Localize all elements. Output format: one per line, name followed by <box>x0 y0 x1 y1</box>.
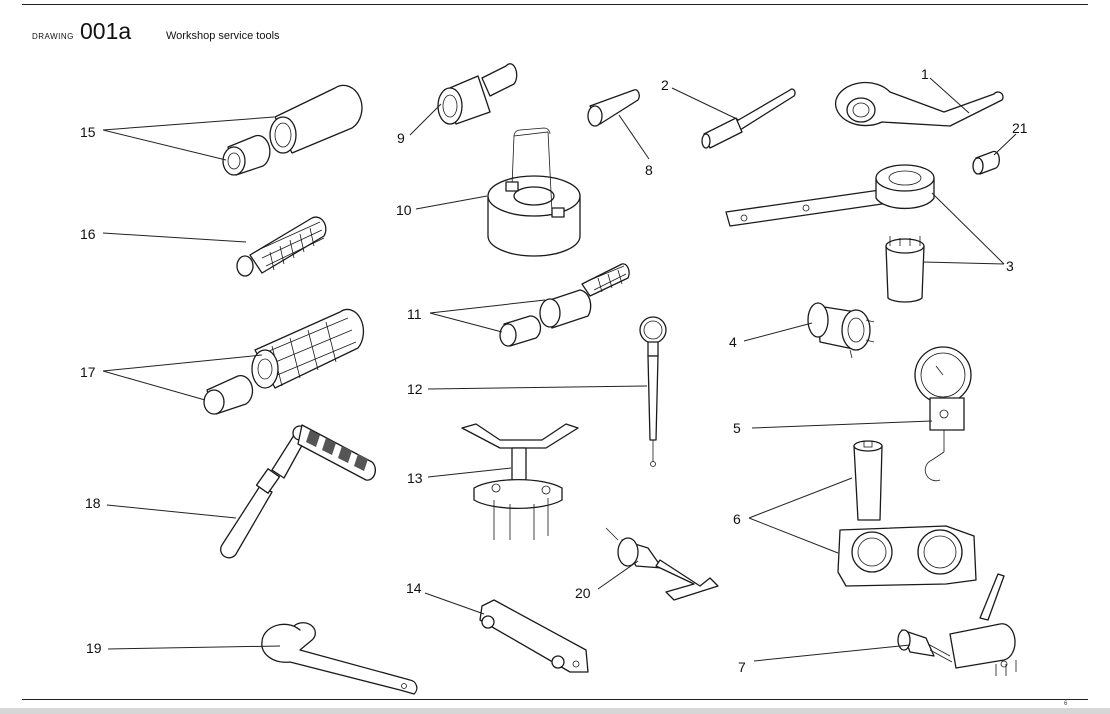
drawing-label: DRAWING <box>32 32 74 41</box>
tool-6-ring-holder <box>837 440 977 587</box>
callout-1: 1 <box>921 66 929 82</box>
callout-11: 11 <box>407 306 422 322</box>
drawing-number: 001a <box>80 18 132 44</box>
callout-16: 16 <box>80 226 96 242</box>
bottom-border-rule <box>22 699 1088 700</box>
callout-2: 2 <box>661 77 669 93</box>
callout-6: 6 <box>733 511 741 527</box>
tool-3-pin-wrench <box>725 164 935 303</box>
tool-19-pin-spanner <box>261 622 418 695</box>
callout-5: 5 <box>733 420 741 436</box>
tool-14-flat-bar <box>479 599 589 673</box>
callout-20: 20 <box>575 585 591 601</box>
drawing-title: Workshop service tools <box>166 30 280 42</box>
callout-3: 3 <box>1006 258 1014 274</box>
callout-13: 13 <box>407 470 423 486</box>
page-mark: 6 <box>1064 701 1068 707</box>
callout-9: 9 <box>397 130 405 146</box>
tool-20-t-handle <box>605 527 719 601</box>
bottom-band <box>0 708 1110 714</box>
callout-8: 8 <box>645 162 653 178</box>
tool-11-installer <box>499 263 630 347</box>
tool-12-dial-gauge <box>639 316 667 467</box>
callout-14: 14 <box>406 580 422 596</box>
callout-12: 12 <box>407 381 423 397</box>
callout-17: 17 <box>80 364 96 380</box>
tool-7-adjuster <box>897 573 1017 676</box>
leader-lines <box>102 77 1017 662</box>
callout-10: 10 <box>396 202 412 218</box>
callout-21: 21 <box>1012 120 1028 136</box>
callout-18: 18 <box>85 495 101 511</box>
tool-18-ratchet-handle <box>220 424 377 559</box>
callout-15: 15 <box>80 124 96 140</box>
top-border-rule <box>22 4 1088 5</box>
tool-16-knurled-pin <box>236 216 327 277</box>
tool-15-sockets <box>222 84 363 176</box>
tool-5-dial-indicator <box>914 346 972 482</box>
tool-8-cone <box>587 89 640 127</box>
callout-numbers: 15 16 17 18 19 9 10 11 12 13 14 20 8 2 1… <box>80 66 1028 675</box>
tool-1-angled-wrench <box>834 81 1004 127</box>
callout-4: 4 <box>729 334 737 350</box>
tool-21-cap <box>972 150 1000 175</box>
tool-13-puller <box>461 423 579 540</box>
callout-7: 7 <box>738 659 746 675</box>
tool-9-adapter <box>437 63 518 125</box>
callout-19: 19 <box>86 640 102 656</box>
tool-10-puller-bell <box>487 127 581 257</box>
tool-4-ring-socket <box>807 302 875 359</box>
tool-2-shaft <box>701 88 796 149</box>
tool-17-knurled-sleeve <box>203 308 365 415</box>
